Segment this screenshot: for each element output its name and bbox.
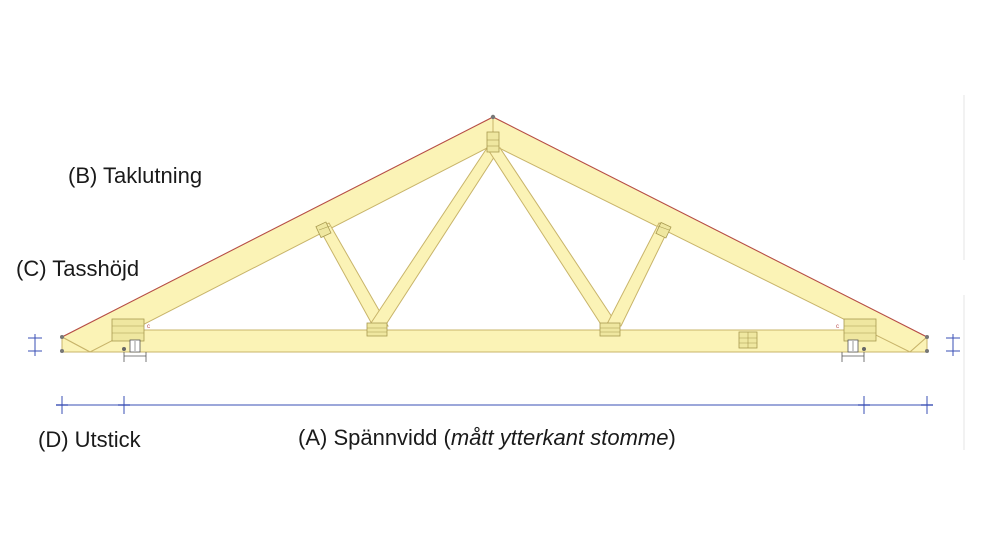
right-web-plate	[655, 221, 672, 239]
left-top-chord	[60, 116, 494, 353]
left-end-node-low	[60, 349, 64, 353]
pitch-label: (B) Taklutning	[68, 163, 203, 188]
left-bottom-plate	[366, 322, 388, 337]
left-web-plate	[315, 221, 332, 239]
right-end-node-low	[925, 349, 929, 353]
overhang-label: (D) Utstick	[38, 427, 141, 452]
apex-plate	[486, 131, 500, 153]
right-bottom-plate	[599, 322, 621, 337]
svg-text:c: c	[147, 324, 150, 330]
apex-node	[490, 114, 496, 120]
span-label: (A) Spännvidd (mått ytterkant stomme)	[298, 427, 676, 449]
left-end-node	[60, 335, 64, 339]
span-dimension-line	[56, 396, 933, 414]
bottom-chord	[88, 329, 912, 353]
span-label-note: mått ytterkant stomme	[450, 425, 669, 450]
right-short-web	[605, 222, 670, 327]
left-heel	[61, 336, 91, 353]
span-label-main: (A) Spännvidd (	[298, 425, 451, 450]
right-bearing-support	[841, 339, 866, 362]
span-label-close: )	[668, 425, 676, 450]
right-heel	[908, 335, 928, 353]
splice-plate	[738, 331, 758, 349]
left-short-web	[318, 222, 389, 327]
right-heel-plate: c	[836, 318, 877, 342]
right-top-chord-edge	[492, 116, 928, 338]
left-top-chord-edge	[61, 116, 494, 338]
left-bearing-support	[122, 339, 147, 362]
right-top-chord	[492, 116, 928, 353]
right-end-node	[925, 335, 929, 339]
left-heel-height-dimension	[28, 334, 42, 356]
left-heel-plate: c	[111, 318, 150, 342]
svg-text:c: c	[836, 324, 839, 330]
heel-height-label: (C) Tasshöjd	[16, 256, 140, 281]
right-heel-height-dimension	[946, 334, 960, 356]
